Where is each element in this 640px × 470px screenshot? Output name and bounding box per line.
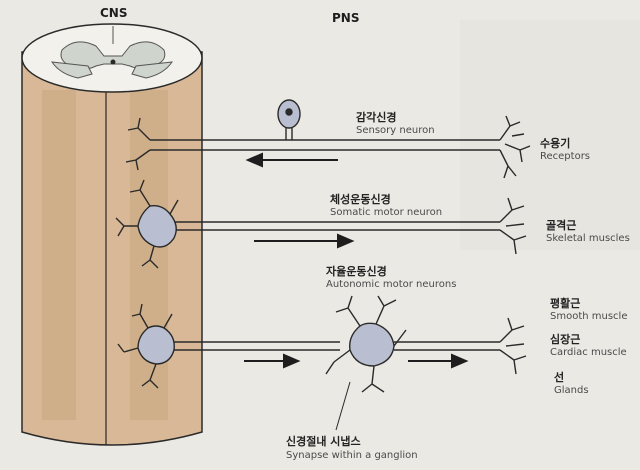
synapse-en-label: Synapse within a ganglion <box>286 450 418 461</box>
somatic-motor-neuron <box>115 179 527 269</box>
cardiac-muscle-en-label: Cardiac muscle <box>550 347 627 358</box>
sensory-neuron <box>125 99 531 179</box>
receptors-en-label: Receptors <box>540 151 591 162</box>
arrow-efferent-autonomic-2 <box>408 353 469 369</box>
arrow-afferent <box>245 152 338 168</box>
receptors-ko-label: 수용기 <box>540 137 571 150</box>
somatic-neuron-ko-label: 체성운동신경 <box>330 193 391 206</box>
sensory-neuron-en-label: Sensory neuron <box>356 125 435 136</box>
cns-header: CNS <box>100 6 128 20</box>
autonomic-motor-neurons <box>117 295 527 393</box>
smooth-muscle-en-label: Smooth muscle <box>550 311 628 322</box>
pns-header: PNS <box>332 11 360 25</box>
sensory-neuron-ko-label: 감각신경 <box>356 111 397 124</box>
glands-ko-label: 선 <box>554 371 565 384</box>
skeletal-en-label: Skeletal muscles <box>546 233 630 244</box>
arrow-efferent-autonomic-1 <box>244 353 301 369</box>
autonomic-neuron-en-label: Autonomic motor neurons <box>326 279 457 290</box>
arrow-efferent-somatic <box>254 233 355 249</box>
somatic-neuron-en-label: Somatic motor neuron <box>330 207 443 218</box>
synapse-pointer <box>335 381 351 431</box>
skeletal-ko-label: 골격근 <box>546 219 577 232</box>
autonomic-neuron-ko-label: 자율운동신경 <box>326 265 387 278</box>
smooth-muscle-ko-label: 평활근 <box>550 297 581 310</box>
synapse-ko-label: 신경절내 시냅스 <box>286 435 361 448</box>
cardiac-muscle-ko-label: 심장근 <box>550 333 581 346</box>
glands-en-label: Glands <box>554 385 589 396</box>
